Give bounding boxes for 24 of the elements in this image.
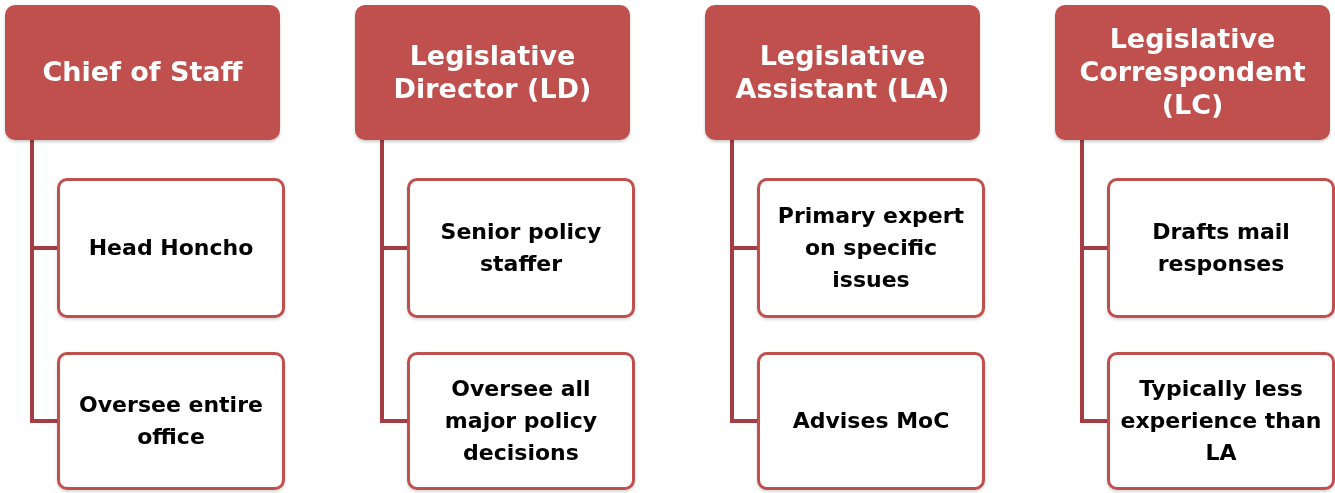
role-header-box [5, 5, 280, 140]
duty-box [57, 178, 285, 318]
duty-box [1107, 352, 1335, 490]
role-header-box [1055, 5, 1330, 140]
role-title: Chief of Staff [42, 56, 243, 89]
duty-box [1107, 178, 1335, 318]
duty-text: Senior policy staffer [439, 218, 603, 278]
role-title: Legislative Correspondent (LC) [1078, 23, 1307, 122]
duty-text: Drafts mail responses [1151, 218, 1291, 278]
role-header-box [705, 5, 980, 140]
duty-text: Typically less experience than LA [1120, 375, 1322, 467]
role-title: Legislative Director (LD) [392, 39, 593, 106]
role-header-box [355, 5, 630, 140]
duty-box [407, 178, 635, 318]
duty-text: Primary expert on specific issues [776, 202, 966, 294]
duty-text: Advises MoC [792, 407, 950, 436]
duty-box [57, 352, 285, 490]
duty-box [757, 178, 985, 318]
duty-text: Oversee all major policy decisions [443, 375, 599, 467]
duty-box [757, 352, 985, 490]
duty-text: Oversee entire office [78, 391, 264, 451]
duty-text: Head Honcho [88, 234, 254, 263]
role-title: Legislative Assistant (LA) [734, 39, 951, 106]
duty-box [407, 352, 635, 490]
